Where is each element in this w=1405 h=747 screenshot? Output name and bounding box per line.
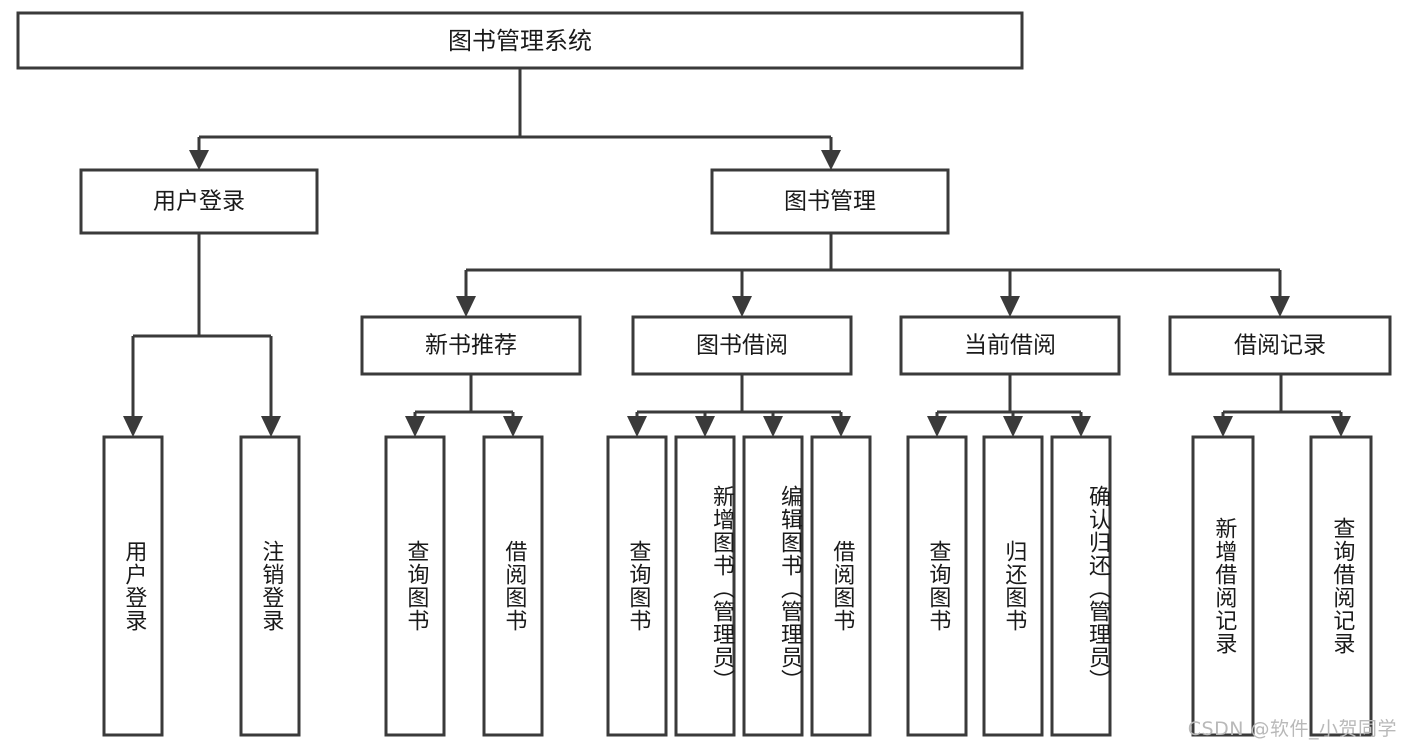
node-book-management-label: 图书管理 <box>784 189 876 215</box>
arrowhead-user-login <box>189 150 209 170</box>
node-new-book-recommend[interactable]: 新书推荐 <box>360 315 582 376</box>
leaf-box-layer <box>102 435 1373 737</box>
arrowhead-leaf-5 <box>627 416 647 437</box>
leaf-box-borrow-book-1[interactable] <box>482 435 544 737</box>
watermark-text: CSDN @软件_小贺同学 <box>1187 718 1397 740</box>
node-book-borrow[interactable]: 图书借阅 <box>631 315 853 376</box>
node-root-label: 图书管理系统 <box>448 27 592 55</box>
arrowhead-leaf-1 <box>123 416 143 437</box>
node-book-management[interactable]: 图书管理 <box>710 168 950 235</box>
arrowhead-leaf-7 <box>763 416 783 437</box>
node-root-box[interactable] <box>16 11 1024 70</box>
arrowhead-leaf-8 <box>831 416 851 437</box>
leaf-box-query-book-2[interactable] <box>606 435 668 737</box>
node-current-borrow[interactable]: 当前借阅 <box>899 315 1121 376</box>
node-borrow-record-label: 借阅记录 <box>1234 333 1326 359</box>
leaf-box-borrow-book-2[interactable] <box>810 435 872 737</box>
arrowhead-leaf-2 <box>261 416 281 437</box>
leaf-box-query-borrow-record[interactable] <box>1309 435 1373 737</box>
node-new-book-recommend-box[interactable] <box>360 315 582 376</box>
node-borrow-record[interactable]: 借阅记录 <box>1168 315 1392 376</box>
leaf-box-confirm-return[interactable] <box>1050 435 1112 737</box>
arrowhead-leaf-10 <box>1003 416 1023 437</box>
arrowhead-new-book-rec <box>456 296 476 317</box>
node-new-book-recommend-label: 新书推荐 <box>425 333 517 359</box>
connector-layer <box>123 68 1351 437</box>
node-book-management-box[interactable] <box>710 168 950 235</box>
node-book-borrow-label: 图书借阅 <box>696 333 788 359</box>
leaf-box-query-book-1[interactable] <box>384 435 446 737</box>
arrowhead-current-borrow <box>1000 296 1020 317</box>
arrowhead-leaf-6 <box>695 416 715 437</box>
leaf-box-add-borrow-record[interactable] <box>1191 435 1255 737</box>
arrowhead-leaf-12 <box>1213 416 1233 437</box>
leaf-box-query-book-3[interactable] <box>906 435 968 737</box>
node-user-login-label: 用户登录 <box>153 189 245 215</box>
arrowhead-leaf-11 <box>1071 416 1091 437</box>
node-user-login[interactable]: 用户登录 <box>79 168 319 235</box>
arrowhead-book-borrow <box>732 296 752 317</box>
arrowhead-leaf-4 <box>503 416 523 437</box>
arrowhead-borrow-record <box>1270 296 1290 317</box>
node-current-borrow-box[interactable] <box>899 315 1121 376</box>
node-book-borrow-box[interactable] <box>631 315 853 376</box>
leaf-box-return-book[interactable] <box>982 435 1044 737</box>
arrowhead-leaf-13 <box>1331 416 1351 437</box>
leaf-box-user-login[interactable] <box>102 435 164 737</box>
node-borrow-record-box[interactable] <box>1168 315 1392 376</box>
arrowhead-book-mgmt <box>821 150 841 170</box>
leaf-box-edit-book-admin[interactable] <box>742 435 804 737</box>
node-user-login-box[interactable] <box>79 168 319 235</box>
arrowhead-leaf-3 <box>405 416 425 437</box>
leaf-box-add-book-admin[interactable] <box>674 435 736 737</box>
leaf-box-logout[interactable] <box>239 435 301 737</box>
arrowhead-leaf-9 <box>927 416 947 437</box>
node-root[interactable]: 图书管理系统 <box>16 11 1024 70</box>
node-current-borrow-label: 当前借阅 <box>964 333 1056 359</box>
